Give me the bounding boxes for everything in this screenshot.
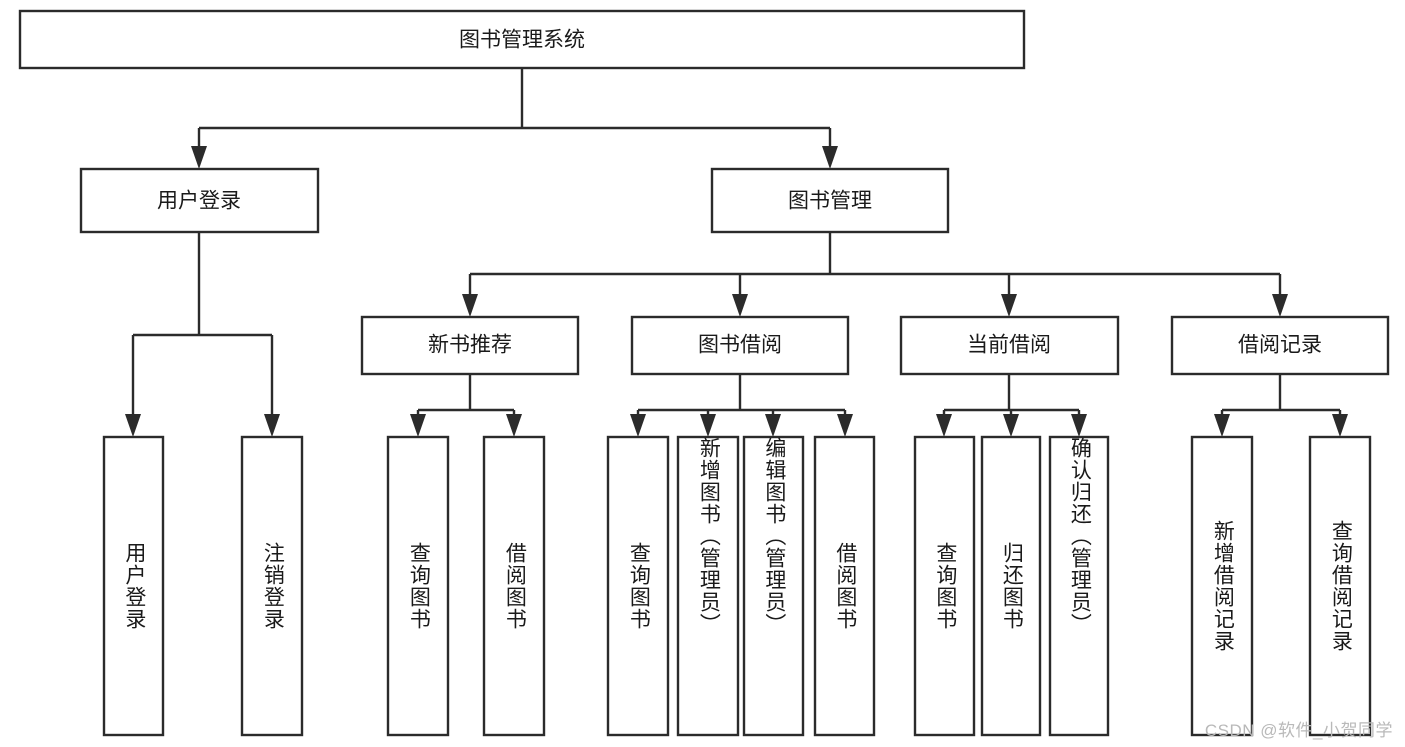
node-borrow-record[interactable]: 借阅记录 [1170, 315, 1390, 376]
node-box-leaf-add-borrow-record[interactable] [1190, 435, 1254, 737]
arrow-head-user-login [191, 146, 207, 169]
node-label-book-management: 图书管理 [788, 190, 872, 213]
leaf-boxes [102, 435, 1372, 737]
arrow-head-leaf-add-book-admin [700, 414, 716, 437]
node-box-leaf-logout-login[interactable] [240, 435, 304, 737]
arrow-head-leaf-return-book [1003, 414, 1019, 437]
node-label-current-borrow: 当前借阅 [967, 334, 1051, 357]
arrow-head-book-management [822, 146, 838, 169]
connector-group-root [191, 68, 838, 169]
node-box-leaf-confirm-return-admin[interactable] [1048, 435, 1110, 737]
connector-group-borrow-record [1214, 374, 1348, 437]
node-current-borrow[interactable]: 当前借阅 [899, 315, 1120, 376]
arrow-head-leaf-query-book-recommend [410, 414, 426, 437]
node-box-leaf-borrow-book-recommend[interactable] [482, 435, 546, 737]
arrow-head-new-book-recommend [462, 294, 478, 317]
node-box-book-management[interactable] [710, 167, 950, 234]
connector-group-book-borrow [630, 374, 853, 437]
arrow-head-borrow-record [1272, 294, 1288, 317]
node-box-leaf-user-login[interactable] [102, 435, 165, 737]
node-box-leaf-add-book-admin[interactable] [676, 435, 740, 737]
csdn-watermark: CSDN @软件_小贺同学 [1204, 721, 1393, 740]
node-box-leaf-query-book-current[interactable] [913, 435, 976, 737]
node-new-book-recommend[interactable]: 新书推荐 [360, 315, 580, 376]
node-user-login[interactable]: 用户登录 [79, 167, 320, 234]
connector-group-book-management [462, 232, 1288, 317]
node-box-leaf-query-book-recommend[interactable] [386, 435, 450, 737]
node-box-leaf-query-book-borrow[interactable] [606, 435, 670, 737]
node-label-user-login: 用户登录 [157, 190, 241, 213]
arrow-head-leaf-query-borrow-record [1332, 414, 1348, 437]
connector-group-current-borrow [936, 374, 1087, 437]
node-box-new-book-recommend[interactable] [360, 315, 580, 376]
arrow-head-current-borrow [1001, 294, 1017, 317]
connector-group-new-book-recommend [410, 374, 522, 437]
arrow-head-leaf-query-book-current [936, 414, 952, 437]
arrow-head-book-borrow [732, 294, 748, 317]
node-book-borrow[interactable]: 图书借阅 [630, 315, 850, 376]
connector-group-user-login [125, 232, 280, 437]
node-box-leaf-return-book[interactable] [980, 435, 1042, 737]
node-box-leaf-edit-book-admin[interactable] [742, 435, 805, 737]
node-box-borrow-record[interactable] [1170, 315, 1390, 376]
node-label-borrow-record: 借阅记录 [1238, 334, 1322, 357]
node-label-root: 图书管理系统 [459, 29, 585, 52]
node-label-new-book-recommend: 新书推荐 [428, 334, 512, 357]
node-box-current-borrow[interactable] [899, 315, 1120, 376]
node-box-leaf-borrow-book[interactable] [813, 435, 876, 737]
node-box-user-login[interactable] [79, 167, 320, 234]
node-box-leaf-query-borrow-record[interactable] [1308, 435, 1372, 737]
node-box-root[interactable] [18, 9, 1026, 70]
node-root[interactable]: 图书管理系统 [18, 9, 1026, 70]
arrow-head-leaf-logout-login [264, 414, 280, 437]
arrow-head-leaf-confirm-return-admin [1071, 414, 1087, 437]
node-box-book-borrow[interactable] [630, 315, 850, 376]
arrow-head-leaf-borrow-book-recommend [506, 414, 522, 437]
arrow-head-leaf-borrow-book [837, 414, 853, 437]
arrow-head-leaf-user-login [125, 414, 141, 437]
arrow-head-leaf-edit-book-admin [765, 414, 781, 437]
node-label-book-borrow: 图书借阅 [698, 334, 782, 357]
arrow-head-leaf-add-borrow-record [1214, 414, 1230, 437]
node-book-management[interactable]: 图书管理 [710, 167, 950, 234]
arrow-head-leaf-query-book-borrow [630, 414, 646, 437]
